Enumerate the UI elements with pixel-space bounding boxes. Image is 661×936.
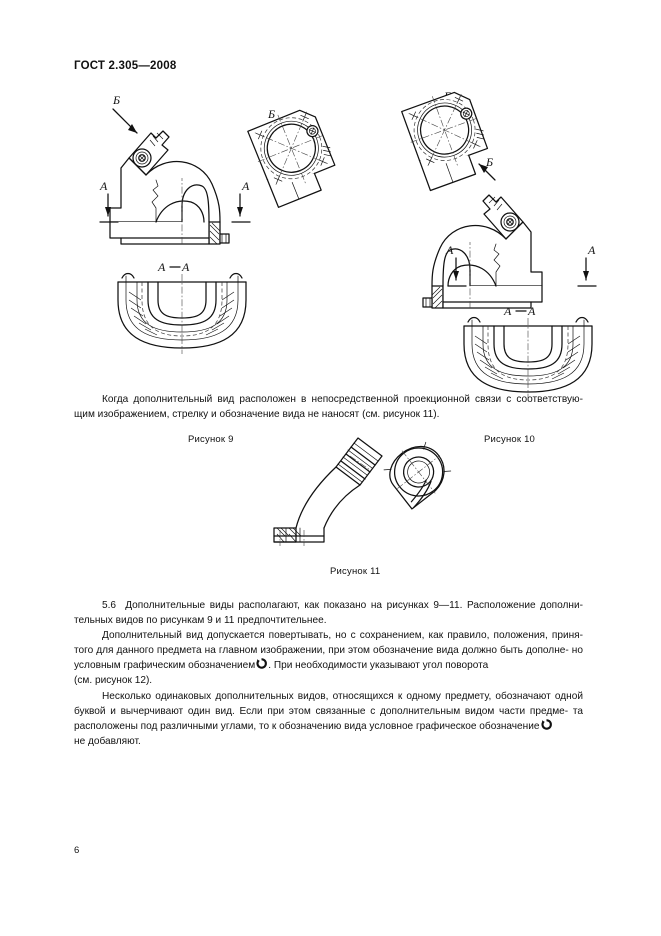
- figure-9-svg: Б А А Б: [99, 93, 336, 354]
- fig9-main-view: [109, 130, 230, 245]
- standard-header: ГОСТ 2.305—2008: [74, 60, 177, 72]
- figure-10-svg: Б: [401, 89, 597, 398]
- paragraph-rotation: Дополнительный вид допускается повертыва…: [74, 628, 583, 673]
- paragraph-intro-block: Когда дополнительный вид расположен в не…: [74, 392, 583, 422]
- paragraph-multiple-views-last-line: не добавляют.: [74, 734, 583, 749]
- clause-5-6-line-1: Дополнительные виды располагают, как пок…: [125, 600, 584, 611]
- fig10-label-a-left: А: [445, 243, 454, 257]
- fig10-label-aa: А: [503, 304, 512, 318]
- fig10-arrow-b: Б: [478, 155, 496, 181]
- fig10-label-a-right: А: [587, 243, 596, 257]
- paragraph-multiple-views: Несколько одинаковых дополнительных видо…: [74, 689, 583, 734]
- rotation-line-4: (см. рисунок 12).: [74, 675, 153, 687]
- figure-9-caption: Рисунок 9: [188, 434, 234, 445]
- fig9-section-arrows: А А: [99, 179, 251, 223]
- fig10-main-view: [422, 194, 543, 309]
- figure-10-caption: Рисунок 10: [484, 434, 536, 445]
- figures-row-top: Б А А Б: [0, 78, 661, 445]
- fig9-aux-view-b: Б: [247, 107, 336, 208]
- rotation-line-3b: . При необходимости указывают угол повор…: [268, 660, 489, 672]
- multiple-views-line-1: Несколько одинаковых дополнительных видо…: [102, 690, 551, 702]
- page-number: 6: [74, 845, 80, 856]
- intro-line-1: Когда дополнительный вид расположен в не…: [102, 394, 583, 405]
- paragraph-intro: Когда дополнительный вид расположен в не…: [74, 392, 583, 422]
- fig9-arrow-b: Б: [112, 93, 138, 134]
- fig10-section-aa: А А: [463, 304, 593, 398]
- svg-text:А: А: [181, 260, 190, 274]
- rotation-line-2: того для данного предмета на главном изо…: [74, 645, 569, 657]
- rotation-line-3a: но условным графическим обозначением: [74, 645, 583, 672]
- fig10-aux-view-b: Б: [401, 89, 489, 192]
- clause-5-6-line-2: тельных видов по рисункам 9 и 11 предпоч…: [74, 615, 327, 627]
- fig9-aux-label-b: Б: [267, 107, 275, 121]
- fig9-section-aa: А А: [117, 260, 247, 354]
- figure-11-caption: Рисунок 11: [330, 566, 381, 577]
- rotation-line-1: Дополнительный вид допускается повертыва…: [102, 630, 583, 642]
- fig9-label-a-right: А: [241, 179, 250, 193]
- fig10-label-b: Б: [485, 155, 493, 169]
- paragraph-clause-5-6: 5.6 Дополнительные виды располагают, как…: [74, 598, 583, 628]
- figure-11-drawing: [258, 432, 468, 562]
- fig9-label-a-left: А: [99, 179, 108, 193]
- body-text-block: 5.6 Дополнительные виды располагают, как…: [74, 598, 583, 749]
- figure-11-svg: [273, 437, 452, 546]
- figure-11-wrapper: Рисунок 11: [0, 432, 661, 577]
- fig11-main-view: [273, 437, 383, 546]
- paragraph-rotation-last-line: (см. рисунок 12).: [74, 673, 583, 688]
- fig10-section-arrows: А А: [445, 243, 597, 287]
- multiple-views-line-3a: та расположены под различными углами, то…: [74, 705, 583, 732]
- svg-text:А: А: [527, 304, 536, 318]
- clause-number: 5.6: [102, 600, 117, 611]
- multiple-views-line-2: одной буквой и вычерчивают один вид. Есл…: [74, 690, 583, 717]
- fig9-label-aa: А: [157, 260, 166, 274]
- rotated-view-symbol-icon-2: [540, 718, 552, 730]
- intro-line-2: щим изображением, стрелку и обозначение …: [74, 409, 440, 421]
- multiple-views-line-4: не добавляют.: [74, 735, 141, 747]
- fig11-aux-view: [383, 441, 452, 510]
- figure-9-drawing: Б А А Б: [96, 86, 336, 361]
- figure-10-drawing: Б: [378, 78, 603, 398]
- rotated-view-symbol-icon: [256, 658, 268, 670]
- fig9-label-b: Б: [112, 93, 120, 107]
